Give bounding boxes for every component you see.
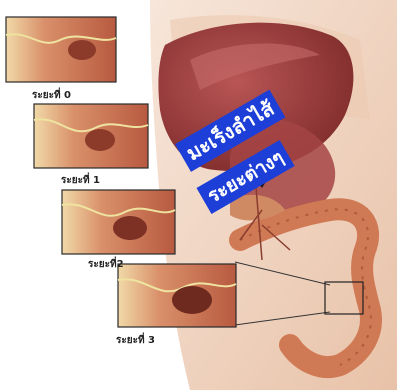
stage-3-label: ระยะที่ 3 (116, 333, 155, 348)
inset-stage-2 (62, 190, 175, 254)
inset-stage-1 (34, 104, 148, 168)
stage-0-label: ระยะที่ 0 (32, 88, 71, 103)
inset-stage-0 (6, 17, 116, 82)
stage-2-label: ระยะที่2 (88, 257, 124, 272)
inset-stage-3 (118, 264, 236, 327)
stage-1-label: ระยะที่ 1 (61, 173, 100, 188)
